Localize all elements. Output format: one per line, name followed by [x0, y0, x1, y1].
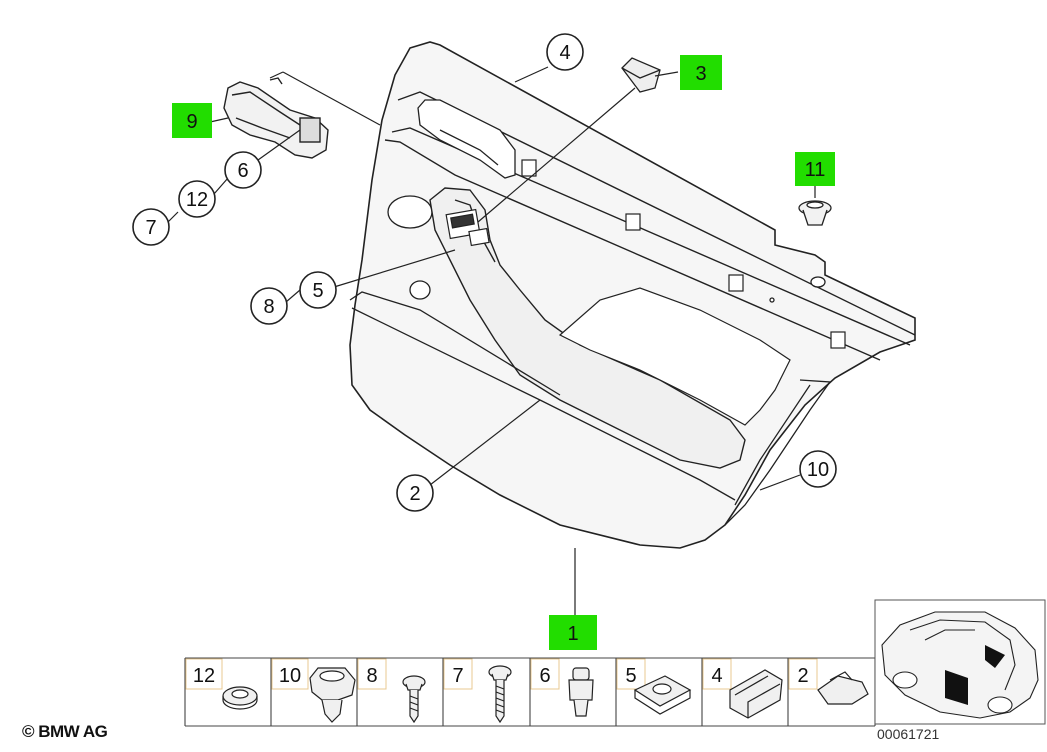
callout-4-text: 4 [559, 42, 570, 64]
leader-lines [167, 66, 816, 615]
callout-6: 6 [224, 151, 262, 189]
callout-5: 5 [299, 271, 337, 309]
callout-9-text: 9 [186, 111, 197, 133]
rail-clips [521, 159, 846, 349]
door-bin [349, 291, 832, 526]
legend-label-4: 4 [702, 658, 732, 690]
legend-label-7: 7 [443, 658, 473, 690]
svg-text:2: 2 [797, 665, 808, 687]
legend-label-6: 6 [530, 658, 560, 690]
armrest-pocket [558, 287, 791, 426]
callout-7: 7 [132, 208, 170, 246]
washer-part-icon [222, 686, 258, 710]
vehicle-location-inset [874, 599, 1046, 725]
callout-5-text: 5 [312, 280, 323, 302]
callout-2-text: 2 [409, 483, 420, 505]
callout-3-text: 3 [695, 63, 706, 85]
callout-12-text: 12 [186, 189, 208, 211]
nut-clip-part-icon [633, 675, 692, 715]
callout-3: 3 [680, 55, 722, 90]
plug-clip-part-icon [568, 667, 594, 717]
svg-text:4: 4 [711, 665, 722, 687]
callout-6-text: 6 [237, 160, 248, 182]
callout-11-text: 11 [805, 159, 826, 181]
copyright-text: © BMW AG [22, 722, 108, 741]
window-switch [445, 208, 490, 247]
door-handle-part [223, 77, 329, 159]
callout-7-text: 7 [145, 217, 156, 239]
callout-1-text: 1 [567, 623, 578, 645]
bracket-clip-part-icon [729, 669, 783, 719]
legend-label-2: 2 [788, 658, 818, 690]
svg-text:5: 5 [625, 665, 636, 687]
upper-rail [384, 91, 916, 361]
legend-label-8: 8 [357, 658, 387, 690]
svg-text:8: 8 [366, 665, 377, 687]
svg-text:7: 7 [452, 665, 463, 687]
callout-10-text: 10 [807, 459, 829, 481]
expanding-rivet-part [798, 200, 832, 226]
callout-2: 2 [396, 474, 434, 512]
screw-long-part-icon [488, 665, 512, 724]
svg-text:12: 12 [193, 665, 215, 687]
screw-short-part-icon [402, 675, 426, 724]
callout-9: 9 [172, 103, 212, 138]
callout-12: 12 [178, 180, 216, 218]
legend-label-12: 12 [185, 658, 223, 690]
retainer-clip-part-icon [817, 671, 869, 705]
diagram-number: 00061721 [877, 726, 940, 742]
inner-handle-recess [417, 99, 516, 179]
svg-text:10: 10 [279, 665, 301, 687]
callout-8: 8 [250, 287, 288, 325]
legend-label-5: 5 [616, 658, 646, 690]
cover-cap-part [621, 57, 661, 93]
push-clip-part-icon [309, 667, 356, 723]
small-parts-legend [184, 657, 876, 727]
callout-1: 1 [549, 615, 597, 650]
callout-4: 4 [546, 33, 584, 71]
svg-text:6: 6 [539, 665, 550, 687]
legend-label-10: 10 [271, 658, 309, 690]
callout-10: 10 [799, 450, 837, 488]
panel-holes [387, 195, 826, 303]
callout-11: 11 [795, 152, 835, 186]
callout-8-text: 8 [263, 296, 274, 318]
